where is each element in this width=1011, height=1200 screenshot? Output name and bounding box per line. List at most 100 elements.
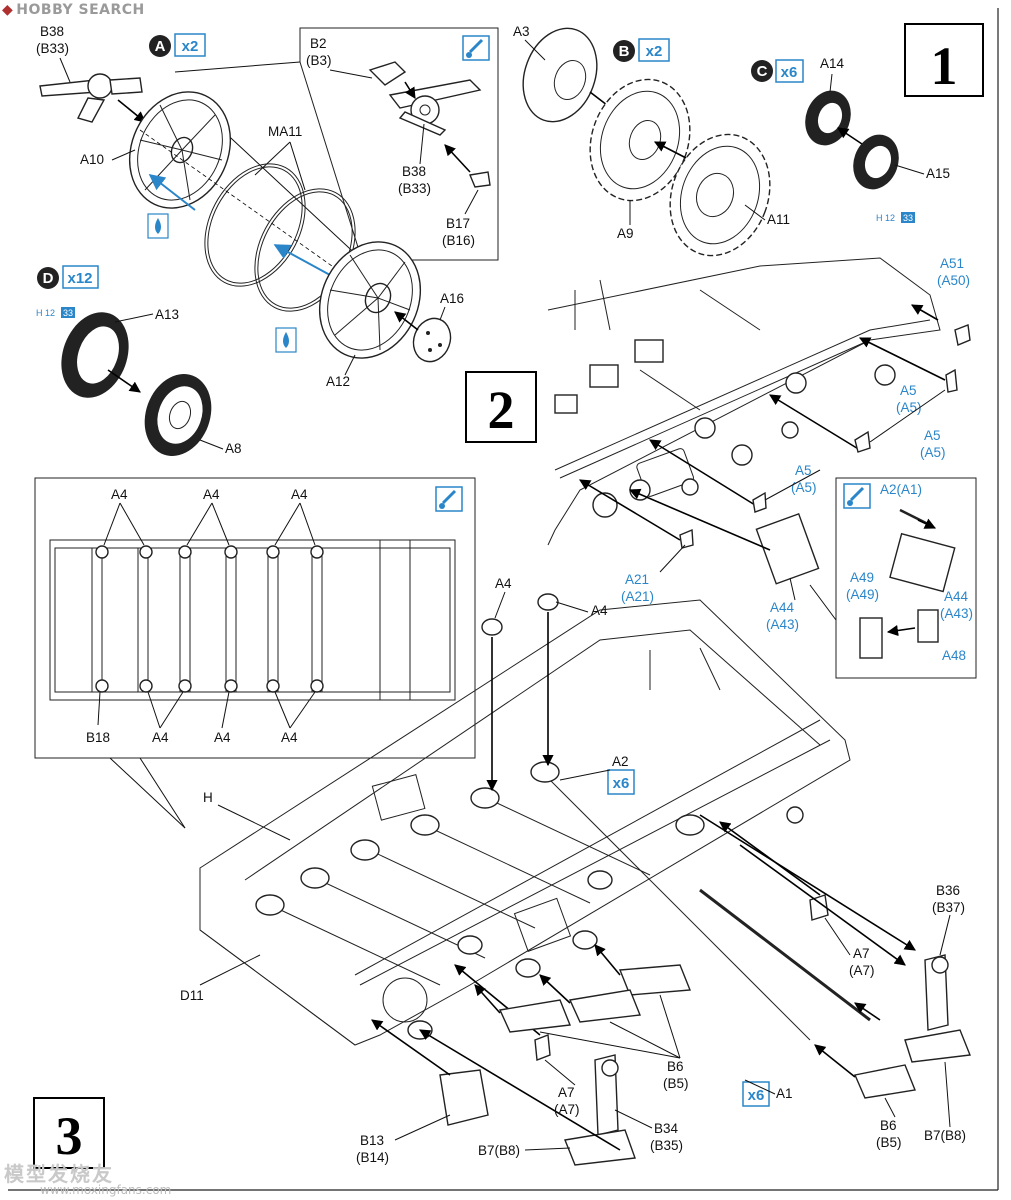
part-b6-arms (498, 964, 916, 1099)
callout-label: A13 (155, 307, 179, 322)
part-a13-tyre (61, 312, 129, 398)
callout-label: B38 (40, 24, 64, 39)
callout-label: A5 (900, 383, 917, 398)
part-a10-wheel (128, 91, 232, 209)
callout-label: (B3) (306, 53, 332, 68)
callout-label: (B14) (356, 1150, 389, 1165)
color-num: 33 (903, 213, 913, 223)
color-code: H 12 (876, 213, 895, 223)
callout-label: (B5) (876, 1135, 902, 1150)
group-letter: D (43, 270, 54, 287)
part-b34-swing-arm (564, 1054, 636, 1166)
callout-label: A4 (214, 730, 231, 745)
callout-label: B17 (446, 216, 470, 231)
step-1: 1 A x2 B x2 C x6 D x12 (36, 23, 984, 456)
part-a9-sprocket (589, 78, 691, 202)
callout-label: B34 (654, 1121, 679, 1136)
callout-label: A2 (612, 754, 629, 769)
callout-label: (A7) (554, 1102, 580, 1117)
color-code: H 12 (36, 308, 55, 318)
step-number-box (465, 371, 537, 443)
leader-lines (59, 39, 925, 450)
callout-label: B7(B8) (924, 1128, 966, 1143)
group-qty: x12 (67, 270, 92, 287)
part-b38-arm (39, 73, 143, 123)
part-a44-plate-detail (889, 532, 956, 593)
paint-drop-icon (147, 213, 169, 239)
callout-label: A48 (942, 648, 966, 663)
callout-label: A21 (625, 572, 649, 587)
glue-icon (435, 486, 463, 512)
callout-label: MA11 (268, 124, 302, 139)
callout-label: A4 (291, 487, 308, 502)
callout-label: D11 (180, 988, 204, 1003)
callout-label: B2 (310, 36, 327, 51)
glue-icon (843, 483, 871, 509)
callout-label: (B37) (932, 900, 965, 915)
callout-label: (A50) (937, 273, 970, 288)
part-a8-tyre (144, 374, 212, 456)
part-a7 (809, 894, 829, 921)
color-ref-badge: H 12 33 (876, 212, 915, 223)
callout-label: A3 (513, 24, 530, 39)
callout-label: A44 (770, 600, 795, 615)
callout-label: B7(B8) (478, 1143, 520, 1158)
watermark-text: HOBBY SEARCH (16, 2, 145, 18)
part-a12-wheel (318, 241, 422, 359)
hull-mounts (554, 339, 896, 518)
part-a49 (859, 617, 883, 659)
group-a-badge: A x2 (149, 33, 206, 57)
hobby-search-watermark: ◆HOBBY SEARCH (2, 2, 145, 18)
step-number: 1 (931, 36, 958, 96)
part-a5 (752, 491, 767, 513)
group-qty: x2 (646, 43, 663, 60)
callout-label: A7 (558, 1085, 575, 1100)
callout-label: B38 (402, 164, 426, 179)
part-h-hull (199, 599, 851, 1046)
top-view-inset-frame (34, 477, 476, 759)
callout-label: B6 (880, 1118, 897, 1133)
callout-label: A9 (617, 226, 634, 241)
callout-label: A8 (225, 441, 242, 456)
callout-label: A4 (152, 730, 169, 745)
part-b17 (469, 171, 491, 188)
group-letter: B (619, 43, 630, 60)
group-c-badge: C x6 (751, 59, 804, 83)
bull-logo-icon: ◆ (2, 2, 14, 18)
step-2: 2 (465, 256, 977, 679)
step-number: 3 (56, 1106, 83, 1166)
step-3: 3 (33, 477, 971, 1169)
qty-badge-a1: x6 (742, 1081, 770, 1107)
callout-label: (A21) (621, 589, 654, 604)
callout-label: A11 (767, 212, 790, 227)
hull-side-panel (547, 257, 941, 546)
callout-label: (A5) (791, 480, 817, 495)
color-num: 33 (63, 308, 73, 318)
callout-label: A4 (495, 576, 512, 591)
callout-label: A7 (853, 946, 870, 961)
callout-label: A10 (80, 152, 104, 167)
part-a14-wheel (805, 90, 851, 146)
callout-label: (B33) (36, 41, 69, 56)
callout-label: A49 (850, 570, 874, 585)
callout-label: (B5) (663, 1076, 689, 1091)
part-a4 (481, 618, 503, 636)
callout-label: (A5) (896, 400, 922, 415)
leader-lines (659, 389, 946, 601)
leader-lines (97, 502, 316, 729)
part-a5 (945, 368, 958, 393)
part-a7 (534, 1034, 551, 1061)
moxingfans-watermark: 模型发烧友 (4, 1162, 114, 1186)
step-number-box (904, 23, 984, 97)
qty-badge-a2: x6 (607, 769, 635, 795)
leader-lines (199, 591, 951, 1151)
callout-label: B13 (360, 1133, 384, 1148)
qty-text: x6 (748, 1087, 765, 1104)
group-letter: C (757, 63, 768, 80)
glue-icon (462, 35, 490, 61)
callout-label: (A5) (920, 445, 946, 460)
callout-label: A14 (820, 56, 845, 71)
part-a16-hubcap (412, 317, 452, 363)
callout-label: H (203, 790, 213, 805)
